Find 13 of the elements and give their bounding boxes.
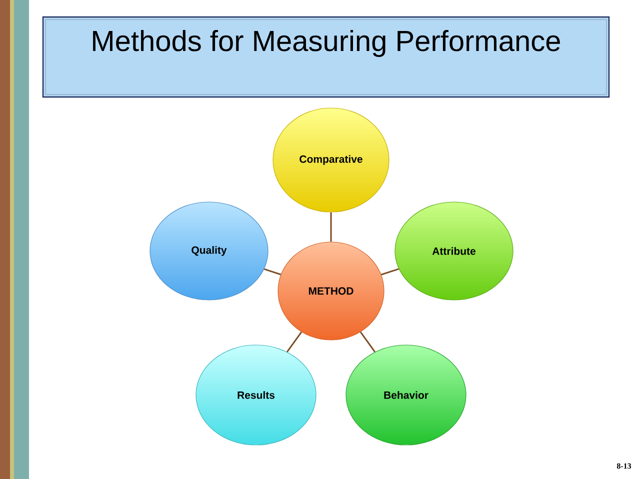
bubble-node: Attribute: [394, 202, 514, 300]
page-number: 8-13: [616, 463, 632, 469]
bubble-node: Behavior: [346, 344, 466, 446]
title-banner: Methods for Measuring Performance: [42, 16, 610, 98]
connector-line: [286, 332, 302, 352]
bubble-node: Results: [196, 344, 316, 446]
connector-line: [381, 268, 400, 276]
connector-line: [330, 212, 332, 242]
connector-line: [360, 332, 376, 352]
bubble-node: Comparative: [272, 108, 390, 212]
bubble-node: Quality: [150, 202, 268, 300]
connector-line: [264, 268, 281, 276]
center-bubble: METHOD: [278, 242, 384, 340]
